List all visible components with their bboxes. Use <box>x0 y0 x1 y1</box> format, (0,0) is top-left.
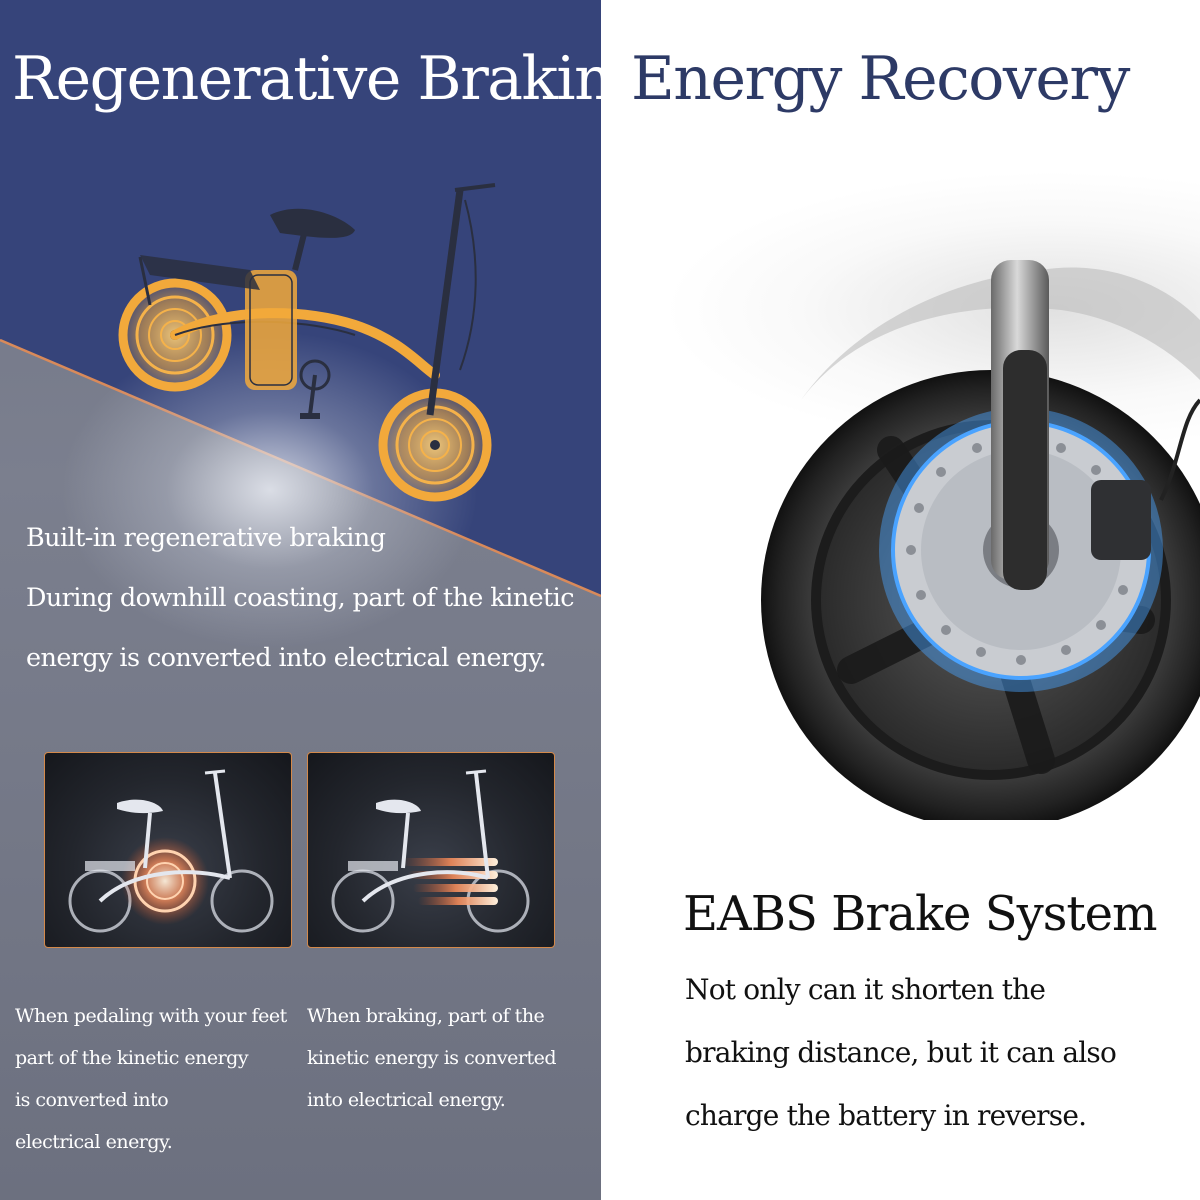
eabs-title: EABS Brake System <box>683 886 1158 942</box>
eabs-description: Not only can it shorten the braking dist… <box>685 958 1117 1147</box>
caption-line: is converted into <box>15 1089 169 1111</box>
caption-line: When braking, part of the <box>307 1005 545 1027</box>
title-energy-recovery: Energy Recovery <box>631 44 1130 114</box>
eabs-line: Not only can it shorten the <box>685 973 1046 1006</box>
left-panel <box>0 0 601 1200</box>
bike-braking-glow <box>331 769 530 933</box>
caption-pedaling: When pedaling with your feet part of the… <box>15 995 300 1163</box>
front-wheel-disc-brake <box>761 260 1200 820</box>
bike-pedaling-glow <box>68 769 274 933</box>
caption-line: kinetic energy is converted <box>307 1047 557 1069</box>
right-panel <box>601 0 1200 1200</box>
thumb-braking <box>307 752 555 948</box>
folding-ebike-illustration <box>118 183 496 502</box>
eabs-line: braking distance, but it can also <box>685 1036 1117 1069</box>
caption-line: When pedaling with your feet <box>15 1005 287 1027</box>
caption-line: electrical energy. <box>15 1131 173 1153</box>
eabs-line: charge the battery in reverse. <box>685 1099 1087 1132</box>
caption-line: into electrical energy. <box>307 1089 506 1111</box>
intro-text: Built-in regenerative braking During dow… <box>26 508 596 688</box>
caption-line: part of the kinetic energy <box>15 1047 249 1069</box>
thumb-pedaling <box>44 752 292 948</box>
title-regenerative-braking: Regenerative Braking <box>12 44 650 114</box>
caption-braking: When braking, part of the kinetic energy… <box>307 995 592 1121</box>
intro-line: Built-in regenerative braking <box>26 523 386 553</box>
intro-line: During downhill coasting, part of the ki… <box>26 583 575 613</box>
intro-line: energy is converted into electrical ener… <box>26 643 547 673</box>
